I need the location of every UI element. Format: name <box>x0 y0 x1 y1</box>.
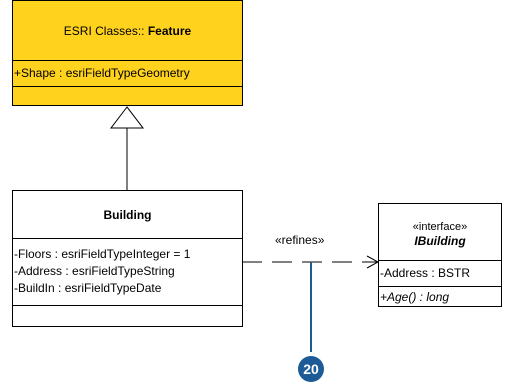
building-class-name: Building <box>103 208 152 222</box>
generalization-arrowhead <box>109 106 145 129</box>
building-class-name-section: Building <box>13 191 242 239</box>
feature-attributes-section: +Shape : esriFieldTypeGeometry <box>13 61 242 87</box>
feature-operations-section <box>13 87 242 106</box>
ibuilding-interface-box[interactable]: «interface» IBuilding -Address : BSTR +A… <box>378 203 502 307</box>
building-attribute-buildin: -BuildIn : esriFieldTypeDate <box>14 281 162 295</box>
feature-class-title: ESRI Classes:: Feature <box>13 24 242 38</box>
building-attribute-floors: -Floors : esriFieldTypeInteger = 1 <box>14 247 191 261</box>
ibuilding-operation-age: +Age() : long <box>380 290 450 304</box>
feature-class-name: Feature <box>147 24 192 38</box>
callout-circle <box>298 356 324 382</box>
ibuilding-name: IBuilding <box>414 234 466 248</box>
callout-number: 20 <box>303 361 319 377</box>
ibuilding-operations-section: +Age() : long <box>379 287 501 307</box>
ibuilding-stereotype: «interface» <box>412 221 468 233</box>
refines-label: «refines» <box>275 233 325 247</box>
building-attributes-section: -Floors : esriFieldTypeInteger = 1 -Addr… <box>13 239 242 306</box>
feature-attribute: +Shape : esriFieldTypeGeometry <box>14 66 190 80</box>
building-operations-section <box>13 306 242 327</box>
feature-class-name-section: ESRI Classes:: Feature <box>13 1 242 61</box>
feature-class-package: ESRI Classes:: <box>63 24 145 38</box>
ibuilding-name-section: «interface» IBuilding <box>379 204 501 261</box>
building-class-box[interactable]: Building -Floors : esriFieldTypeInteger … <box>12 190 243 327</box>
building-attribute-address: -Address : esriFieldTypeString <box>14 264 175 278</box>
feature-class-box[interactable]: ESRI Classes:: Feature +Shape : esriFiel… <box>12 0 243 106</box>
ibuilding-attributes-section: -Address : BSTR <box>379 261 501 287</box>
ibuilding-attribute-address: -Address : BSTR <box>380 266 471 280</box>
